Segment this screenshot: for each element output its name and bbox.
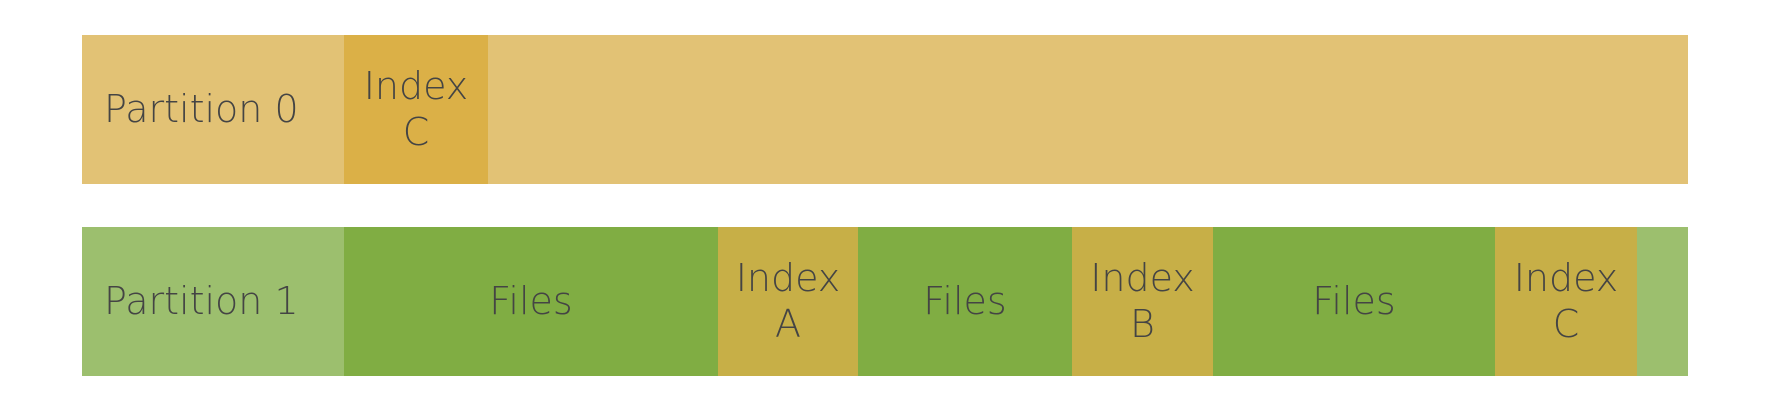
partition-0-index-c-text: Index C bbox=[363, 63, 469, 154]
partition-1-files-3-text: Files bbox=[1312, 278, 1396, 323]
partition-1-index-c-text: Index C bbox=[1513, 255, 1619, 346]
partition-0-label-text: Partition 0 bbox=[104, 86, 299, 131]
partition-1-index-a-text: Index A bbox=[735, 255, 841, 346]
partition-1-row: Partition 1 Files Index A Files Index B … bbox=[82, 227, 1688, 376]
partition-1-files-1-text: Files bbox=[489, 278, 573, 323]
partition-0-index-c: Index C bbox=[344, 35, 488, 184]
partition-1-files-1: Files bbox=[344, 227, 718, 376]
partition-1-index-a: Index A bbox=[718, 227, 858, 376]
partition-0-free-space bbox=[488, 35, 1688, 184]
partition-1-files-2-text: Files bbox=[923, 278, 1007, 323]
partition-1-files-3: Files bbox=[1213, 227, 1495, 376]
partition-1-free-space bbox=[1637, 227, 1688, 376]
partition-1-files-2: Files bbox=[858, 227, 1072, 376]
partition-1-index-b: Index B bbox=[1072, 227, 1213, 376]
partition-1-label: Partition 1 bbox=[82, 227, 344, 376]
partition-1-index-c: Index C bbox=[1495, 227, 1637, 376]
partition-1-label-text: Partition 1 bbox=[104, 278, 299, 323]
partition-0-label: Partition 0 bbox=[82, 35, 344, 184]
partition-1-index-b-text: Index B bbox=[1090, 255, 1195, 346]
partition-0-row: Partition 0 Index C bbox=[82, 35, 1688, 184]
